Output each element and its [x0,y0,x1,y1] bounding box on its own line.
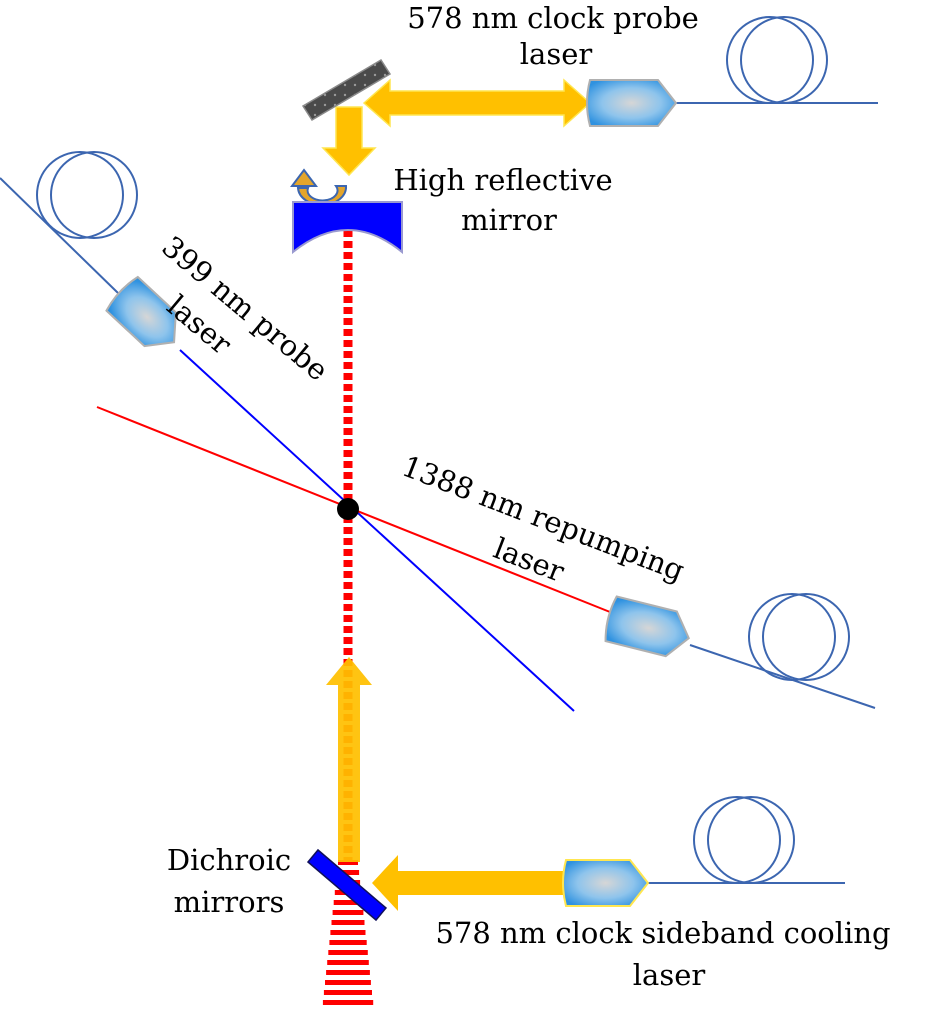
label-dichroic-line1: Dichroic [167,843,291,877]
label-dichroic-line2: mirrors [174,885,285,919]
collimator-578-probe [586,79,678,127]
output-beam-stripe [327,960,369,965]
fiber-578-probe [676,16,878,104]
collimator-399-probe [105,275,177,348]
output-beam-stripe [325,980,371,985]
output-beam-stripe [329,940,367,945]
output-beam-stripe [333,900,363,905]
output-beam-stripe [338,860,358,865]
fiber-1388-repump [689,593,876,709]
fiber-578-cooling [646,796,845,884]
tilted-steering-mirror [301,58,392,122]
high-reflective-mirror [292,201,403,255]
atom-dot [337,498,359,520]
output-beam-stripe [330,930,366,935]
label-clock-probe-line2: laser [520,37,593,71]
label-mirror-line2: mirror [461,203,557,237]
label-mirror-line1: High reflective [393,163,612,197]
label-cooling-line1: 578 nm clock sideband cooling [435,916,890,950]
collimator-1388-repump [604,595,690,658]
label-cooling-line2: laser [633,958,706,992]
clock-probe-beam-arrow [321,78,592,177]
output-beam-stripe [322,1000,374,1005]
fiber-399-probe [0,151,138,294]
output-beam-stripe [326,970,370,975]
output-beam-stripe [323,990,372,995]
u-turn-arrow-icon [290,168,348,207]
dichroic-mirror [306,848,388,922]
output-beam-stripe [328,950,368,955]
collimator-578-cooling [562,859,650,907]
output-beam-stripe [336,870,360,875]
label-clock-probe-line1: 578 nm clock probe [407,1,699,35]
laser-399-beam [179,349,575,712]
output-beam-stripe [331,920,365,925]
output-beam-stripe [332,910,364,915]
cooling-beam-arrow [326,657,563,911]
